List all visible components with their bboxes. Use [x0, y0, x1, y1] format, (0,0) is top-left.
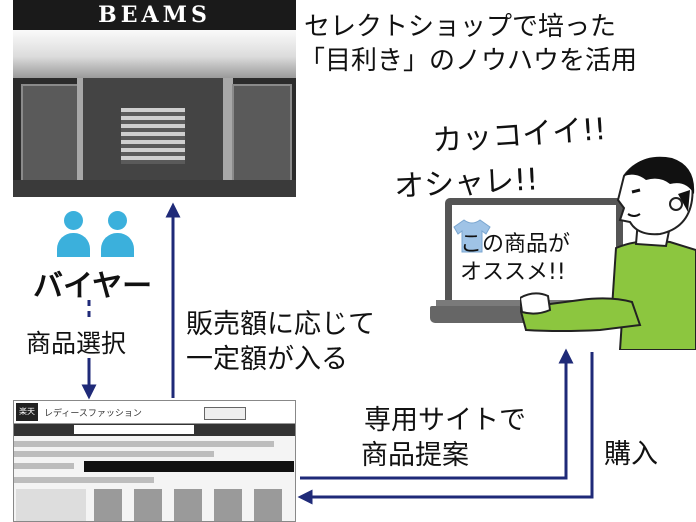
shop-logo: 楽天	[16, 403, 38, 421]
buyer-label: バイヤー	[33, 269, 153, 304]
store-window-right	[232, 84, 292, 188]
arrow-purchase-to-shop	[297, 352, 594, 505]
store-photo: BEAMS	[13, 0, 296, 197]
store-floor	[13, 180, 296, 197]
buyer-figure-icon	[57, 211, 90, 259]
online-shop-screenshot: 楽天 レディースファッション	[13, 400, 296, 522]
store-staircase	[121, 108, 185, 164]
shop-category-title: レディースファッション	[44, 409, 142, 419]
shop-menu-row	[14, 441, 274, 447]
shop-ad-banner	[84, 461, 294, 472]
shop-search-box	[74, 425, 194, 434]
buyer-figure-icon	[101, 211, 134, 259]
shop-sidebar	[16, 489, 86, 521]
purchase-label: 購入	[604, 439, 658, 470]
shop-menu-row	[14, 451, 214, 457]
shop-product-thumb	[174, 489, 202, 521]
arrow-proposal-to-user	[300, 348, 574, 480]
payment-text-line-1: 販売額に応じて	[186, 309, 375, 340]
payment-text-line-2: 一定額が入る	[186, 344, 348, 375]
store-sign	[13, 0, 296, 30]
shop-product-thumb	[254, 489, 282, 521]
shop-header-button	[204, 407, 246, 420]
shop-menu-row	[14, 477, 154, 483]
store-pillar	[223, 78, 233, 197]
screen-text-line-1: この商品が	[460, 232, 571, 257]
store-window-left	[21, 84, 81, 188]
shop-product-thumb	[134, 489, 162, 521]
tshirt-icon	[453, 219, 491, 253]
shop-product-thumb	[214, 489, 242, 521]
proposal-text-line-1: 専用サイトで	[364, 405, 526, 436]
headline-line-1: セレクトショップで培った	[304, 12, 617, 42]
proposal-text-line-2: 商品提案	[361, 440, 469, 471]
headline-line-2: 「目利き」のノウハウを活用	[299, 46, 638, 76]
buyer-action-label: 商品選択	[26, 329, 127, 358]
shop-product-thumb	[94, 489, 122, 521]
store-brand-text: BEAMS	[98, 2, 211, 28]
screen-text-line-2: オススメ!!	[460, 260, 566, 285]
store-canopy-lights	[13, 30, 296, 78]
person-illustration	[520, 156, 696, 350]
shop-menu-row	[14, 463, 74, 469]
store-pillar	[77, 78, 87, 197]
